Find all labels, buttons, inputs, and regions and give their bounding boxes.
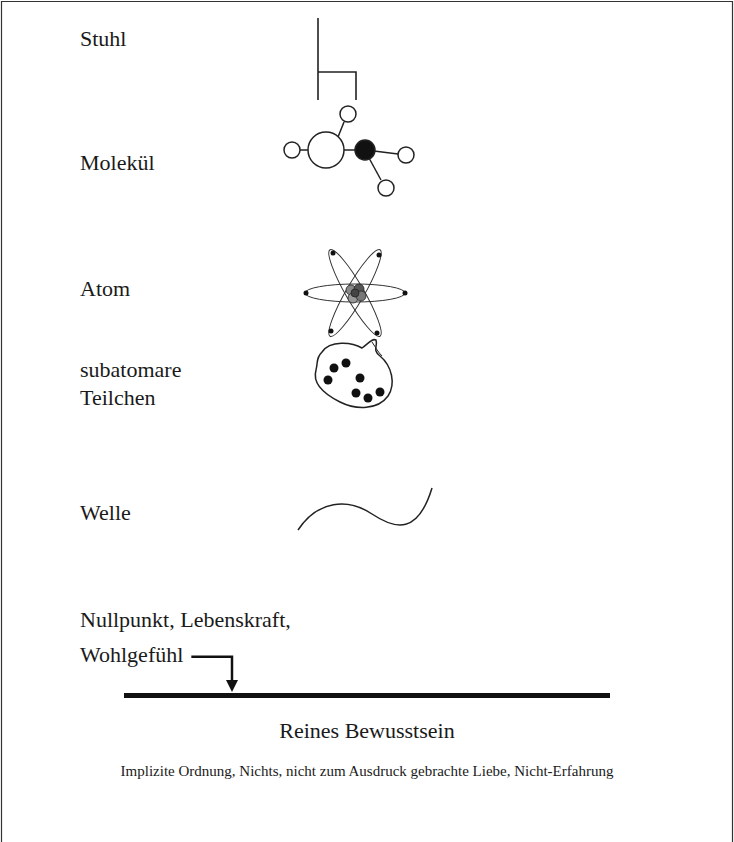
particle-blob-symbol — [315, 340, 392, 408]
leader-arrow — [191, 657, 238, 692]
level-label: Stuhl — [80, 26, 260, 52]
ground-note: Implizite Ordnung, Nichts, nicht zum Aus… — [100, 760, 634, 783]
chair-symbol — [318, 18, 356, 100]
level-label: Molekül — [80, 150, 260, 176]
atom-symbol — [304, 245, 408, 341]
level-label: Welle — [80, 500, 260, 526]
ground-heading: Reines Bewusstsein — [0, 718, 734, 744]
level-label: Nullpunkt, Lebenskraft, Wohlgefühl — [80, 602, 340, 672]
level-label: subatomare Teilchen — [80, 356, 210, 411]
level-label: Atom — [80, 276, 260, 302]
molecule-symbol — [284, 106, 414, 196]
baseline-bar — [124, 693, 610, 698]
wave-symbol — [298, 488, 432, 530]
